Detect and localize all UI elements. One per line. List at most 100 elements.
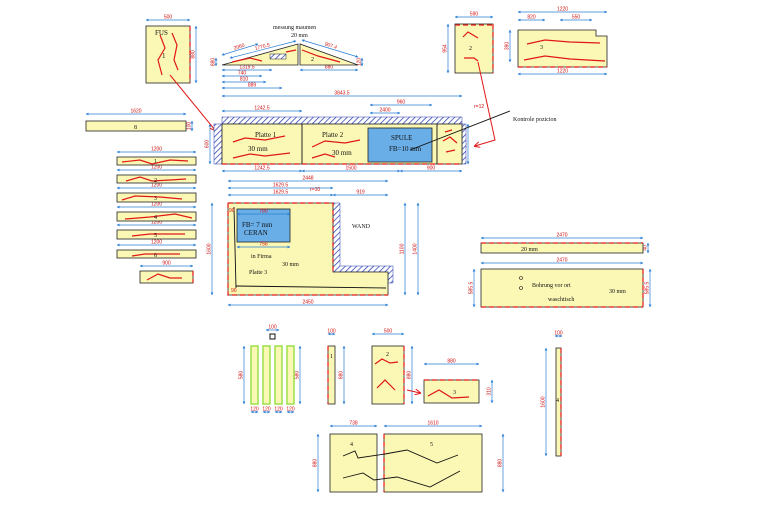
bottom-piece-1[interactable]: 1 — [327, 345, 336, 405]
in-company-note: in Firma — [251, 254, 272, 260]
dimension-value: 880 — [407, 371, 413, 380]
counter-top-main[interactable]: Platte 1 30 mm Platte 2 30 mm SPULE FB=1… — [213, 116, 467, 165]
dimension-value: 880 — [211, 58, 217, 67]
dimension-value: 1600 — [541, 396, 547, 407]
piece-number: 2 — [311, 57, 314, 63]
bottom-piece-2[interactable]: 2 — [371, 345, 405, 405]
strip-7[interactable] — [139, 270, 194, 284]
dimension-value: 2448 — [302, 176, 313, 182]
vein-line — [342, 449, 459, 464]
piece-number: 3 — [453, 390, 456, 396]
piece-number: 2 — [469, 46, 472, 52]
dimension-value: 120 — [357, 58, 363, 67]
dimension-value: 1629.5 — [273, 183, 289, 189]
dimension-value: 550 — [572, 15, 581, 21]
piece-label: FUS — [155, 29, 168, 37]
dimension-value: 1500 — [345, 166, 356, 172]
dimension-value: 820 — [527, 15, 536, 21]
dimension-value: 580 — [239, 371, 245, 380]
bottom-piece-4-tall[interactable]: 4 — [555, 347, 562, 457]
strip-number: 3 — [154, 196, 157, 202]
piece-8[interactable]: 8 — [85, 120, 187, 132]
cooktop-thickness: FB= 7 mm — [242, 221, 273, 229]
piece-3-top[interactable]: 3 — [517, 29, 608, 68]
note-thickness: 20 mm — [291, 33, 308, 39]
dimension-lines: 5008801620100120012001200120012001200900… — [85, 7, 652, 493]
dimension-value: 738 — [349, 421, 358, 427]
triangle-piece-1[interactable] — [221, 43, 299, 66]
dimension-value: 1200 — [151, 147, 162, 153]
dimension-value: 907.4 — [324, 41, 338, 50]
dimension-value: 1220 — [557, 7, 568, 13]
strip-3[interactable]: 3 — [116, 192, 197, 203]
dimension-value: 120 — [274, 407, 283, 413]
dimension-value: 500 — [164, 15, 173, 21]
bottom-piece-3[interactable]: 3 — [423, 379, 480, 404]
piece-number: 2 — [386, 352, 389, 358]
dimension-value: 1319.5 — [239, 65, 255, 71]
dimension-value: 1600 — [207, 243, 213, 254]
dimension-value: 1200 — [151, 165, 162, 171]
thickness-label: 30 mm — [332, 149, 352, 157]
pointer-line — [409, 110, 511, 151]
piece-number: 3 — [540, 45, 543, 51]
piece-number: 8 — [134, 125, 137, 131]
dimension-value: 2470 — [556, 258, 567, 264]
dimension-value: 810 — [240, 77, 249, 83]
bottom-piece-5[interactable]: 5 — [383, 433, 483, 493]
dimension-value: 585.5 — [645, 282, 651, 295]
strip-5[interactable]: 5 — [116, 229, 197, 240]
strip-number: 2 — [154, 178, 157, 184]
sink-thickness: FB=10 mm — [389, 145, 422, 153]
piece-2-top[interactable]: 2 — [454, 23, 494, 74]
vein-line — [342, 470, 461, 488]
dimension-value: 889 — [248, 83, 257, 89]
dimension-value: 120 — [286, 407, 295, 413]
dimension-value: 1242.5 — [254, 106, 270, 112]
strip-6[interactable]: 6 — [116, 249, 197, 259]
arrow — [169, 74, 215, 130]
bottom-piece-4[interactable]: 4 — [329, 433, 378, 493]
triangle-piece-2[interactable]: 2 — [299, 43, 359, 66]
dimension-value: 590 — [470, 12, 479, 18]
dimension-value: 1200 — [151, 240, 162, 246]
washstand-top[interactable]: Bohrung vor ort waschtisch 30 mm — [480, 268, 644, 308]
dimension-value: 600 — [205, 140, 211, 149]
dimension-value: 1620 — [130, 109, 141, 115]
dimension-note: r=10 — [310, 187, 320, 193]
dimension-value: 310 — [487, 387, 493, 396]
dimension-value: 880 — [447, 359, 456, 365]
strip-1[interactable]: 1 — [116, 156, 197, 166]
dimension-value: 780 — [259, 209, 268, 215]
strip-4[interactable]: 4 — [116, 211, 197, 222]
dimension-value: 120 — [250, 407, 259, 413]
piece-number: 1 — [162, 52, 166, 60]
support-bars[interactable] — [250, 333, 295, 405]
dimension-value: 756 — [259, 242, 268, 248]
dimension-value: 1770.5 — [254, 42, 271, 52]
strip-2[interactable]: 2 — [116, 174, 197, 184]
dimension-value: 919 — [356, 190, 365, 196]
plate-1-label: Platte 1 — [255, 131, 277, 139]
thickness-label: 30 mm — [609, 289, 626, 295]
strip-number: 5 — [154, 233, 157, 239]
strip-number: 1 — [154, 159, 157, 165]
dimension-value: 2400 — [379, 108, 390, 114]
counter-top-l-shape[interactable]: FB= 7 mm CERAN in Firma 30 mm Platte 3 — [227, 202, 394, 296]
thickness-label: 30 mm — [282, 262, 299, 268]
backsplash-strip[interactable]: 20 mm — [480, 242, 644, 254]
arrow — [406, 390, 420, 393]
dimension-line — [301, 39, 359, 58]
wall-label: WAND — [352, 224, 371, 230]
dimension-value: 1200 — [151, 183, 162, 189]
dimension-value: 1200 — [151, 202, 162, 208]
dimension-value: 390 — [505, 42, 511, 51]
dimension-value: 960 — [397, 100, 406, 106]
piece-fus[interactable]: FUS 1 — [145, 25, 191, 84]
dimension-value: 880 — [191, 50, 197, 59]
piece-number: 1 — [330, 354, 333, 360]
strip-number: 6 — [154, 253, 157, 259]
dimension-value: 2470 — [556, 233, 567, 239]
piece-number: 5 — [430, 442, 433, 448]
